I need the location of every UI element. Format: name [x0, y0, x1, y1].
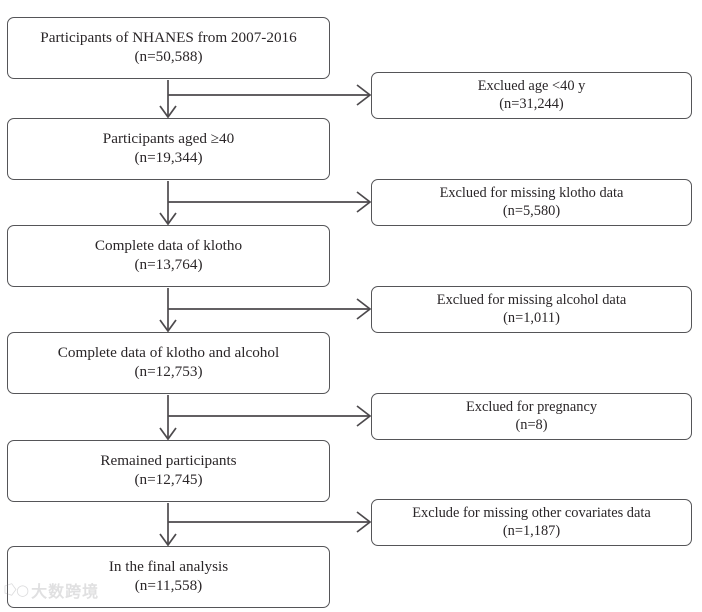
final-analysis-label: In the final analysis: [108, 558, 229, 576]
exclusion-age-label: Exclued age <40 y: [477, 77, 586, 94]
complete-klotho-count: (n=13,764): [134, 256, 203, 273]
aged-40-count: (n=19,344): [134, 149, 203, 166]
complete-klotho-alcohol-box: Complete data of klotho and alcohol (n=1…: [7, 332, 330, 394]
exclusion-missing-covariates-count: (n=1,187): [502, 522, 561, 539]
final-analysis-box: In the final analysis (n=11,558): [7, 546, 330, 608]
exclusion-missing-alcohol-box: Exclued for missing alcohol data (n=1,01…: [371, 286, 692, 333]
connector-5-down: [159, 503, 177, 547]
connector-2-right: [168, 191, 372, 213]
exclusion-missing-alcohol-count: (n=1,011): [503, 309, 560, 326]
connector-4-right: [168, 405, 372, 427]
exclusion-missing-klotho-count: (n=5,580): [502, 202, 561, 219]
remained-participants-box: Remained participants (n=12,745): [7, 440, 330, 502]
exclusion-missing-covariates-label: Exclude for missing other covariates dat…: [412, 504, 651, 521]
connector-2-down: [159, 181, 177, 226]
connector-5-right: [168, 511, 372, 533]
exclusion-missing-covariates-box: Exclude for missing other covariates dat…: [371, 499, 692, 546]
exclusion-age-count: (n=31,244): [499, 95, 564, 112]
exclusion-pregnancy-label: Exclued for pregnancy: [465, 398, 598, 415]
connector-3-right: [168, 298, 372, 320]
complete-klotho-box: Complete data of klotho (n=13,764): [7, 225, 330, 287]
source-population-label: Participants of NHANES from 2007-2016: [40, 29, 297, 47]
final-analysis-count: (n=11,558): [134, 577, 203, 594]
complete-klotho-alcohol-count: (n=12,753): [134, 363, 203, 380]
complete-klotho-alcohol-label: Complete data of klotho and alcohol: [57, 344, 280, 362]
exclusion-missing-klotho-box: Exclued for missing klotho data (n=5,580…: [371, 179, 692, 226]
remained-participants-count: (n=12,745): [134, 471, 203, 488]
connector-1-right: [168, 84, 372, 106]
connector-3-down: [159, 288, 177, 333]
exclusion-missing-klotho-label: Exclued for missing klotho data: [439, 184, 624, 201]
complete-klotho-label: Complete data of klotho: [94, 237, 243, 255]
exclusion-missing-alcohol-label: Exclued for missing alcohol data: [436, 291, 627, 308]
remained-participants-label: Remained participants: [100, 452, 237, 470]
exclusion-pregnancy-box: Exclued for pregnancy (n=8): [371, 393, 692, 440]
source-population-count: (n=50,588): [134, 48, 203, 65]
connector-1-down: [159, 80, 177, 119]
aged-40-label: Participants aged ≥40: [102, 130, 235, 148]
exclusion-pregnancy-count: (n=8): [515, 416, 548, 433]
connector-4-down: [159, 395, 177, 441]
exclusion-age-box: Exclued age <40 y (n=31,244): [371, 72, 692, 119]
source-population-box: Participants of NHANES from 2007-2016 (n…: [7, 17, 330, 79]
aged-40-box: Participants aged ≥40 (n=19,344): [7, 118, 330, 180]
